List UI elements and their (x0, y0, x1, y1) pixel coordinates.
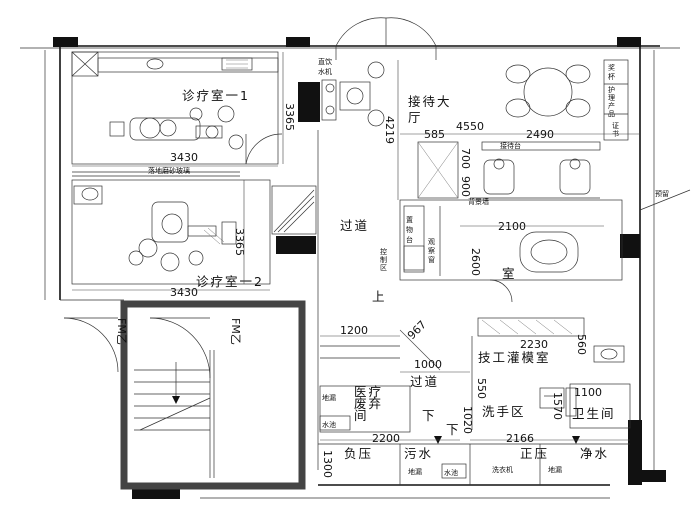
label-down-1: 下 (422, 408, 437, 423)
dim-1300: 1300 (321, 450, 334, 478)
dim-2100: 2100 (498, 220, 526, 233)
room-label-waste-2: 废弃 (354, 396, 383, 411)
room-label-reception: 接待大 (408, 94, 452, 109)
label-control-1: 控 (380, 247, 387, 256)
label-observe-3: 窗 (428, 255, 435, 264)
dim-1570: 1570 (551, 392, 564, 420)
dim-900: 900 (459, 176, 472, 197)
stairwell: FM乙 FM乙 (60, 299, 306, 490)
label-door-fm-1: FM乙 (115, 318, 128, 345)
room-label-negative: 负压 (344, 446, 373, 461)
room-label-clinic-1: 诊疗室一1 (182, 88, 250, 103)
clinic-room-2: 诊疗室一2 3430 3365 (71, 179, 271, 299)
label-observe-2: 察 (428, 246, 435, 255)
label-products-4: 理 (608, 94, 615, 102)
label-down-2: 下 (446, 422, 461, 437)
label-control-3: 区 (380, 264, 387, 272)
dim-550: 550 (475, 378, 488, 399)
room-label-toilet: 卫生间 (572, 406, 616, 421)
label-products-5: 产 (608, 101, 615, 110)
room-label-sewage: 污水 (404, 446, 433, 461)
dim-1200: 1200 (340, 324, 368, 337)
dim-2200: 2200 (372, 432, 400, 445)
label-shelf-3: 台 (406, 235, 413, 244)
water-dispenser: 直饮 水机 (318, 57, 337, 121)
clinic-doors (245, 133, 317, 235)
dim-585: 585 (424, 128, 445, 141)
label-side-note: 预留 (655, 189, 669, 198)
dim-2600: 2600 (469, 248, 482, 276)
dim-2166: 2166 (506, 432, 534, 445)
label-products-3: 护 (608, 85, 615, 94)
label-backdrop: 背景墙 (468, 197, 489, 206)
dim-3430-b: 3430 (170, 286, 198, 299)
label-water-pool-2: 水池 (444, 468, 458, 477)
label-corridor-top: 过道 (340, 218, 369, 233)
dim-4219: 4219 (383, 116, 396, 144)
label-water-dispenser-1: 直饮 (318, 57, 332, 66)
label-shelf-2: 物 (406, 225, 413, 234)
medical-waste-room: 地漏 水池 医疗 废弃 间 下 下 (319, 384, 580, 444)
dim-2230: 2230 (520, 338, 548, 351)
dim-1100: 1100 (574, 386, 602, 399)
wash-area: 洗手区 1570 1020 (461, 387, 565, 434)
room-label-waste-3: 间 (354, 408, 369, 423)
label-products-1: 奖 (608, 63, 615, 72)
dim-700: 700 (459, 148, 472, 169)
dim-560: 560 (575, 334, 588, 355)
label-floor-drain-3: 地漏 (548, 465, 562, 474)
room-label-tech: 技工灌模室 (478, 350, 551, 365)
label-reception-desk: 接待台 (500, 141, 521, 150)
bottom-rooms: 2200 2166 1300 负压 污水 正压 净水 地漏 水池 洗衣机 地漏 (318, 432, 630, 485)
room-label-positive: 正压 (520, 446, 549, 461)
dim-3365-b: 3365 (233, 228, 246, 256)
label-certificate-2: 书 (612, 129, 619, 138)
dim-1000: 1000 (414, 358, 442, 371)
reception-desk: 接待台 700 900 背景墙 预留 (417, 141, 691, 211)
frosted-glass-wall: 落地磨砂玻璃 (72, 166, 240, 177)
label-water-dispenser-2: 水机 (318, 67, 332, 76)
label-door-fm-2: FM乙 (229, 318, 242, 345)
label-shelf-1: 置 (406, 216, 413, 224)
dim-3430-a: 3430 (170, 151, 198, 164)
label-frosted-glass: 落地磨砂玻璃 (148, 166, 190, 175)
label-up: 上 (372, 289, 387, 304)
dim-3365-a: 3365 (283, 103, 296, 131)
room-label-lab: 室 (502, 266, 517, 281)
label-water-pool-1: 水池 (322, 420, 336, 429)
label-corridor-mid: 过道 (410, 374, 439, 389)
room-label-clean: 净水 (580, 446, 609, 461)
lab-room: 置 物 台 控 制 区 观 察 窗 2100 2600 室 (380, 199, 623, 303)
room-label-waste-1: 医疗 (354, 384, 383, 399)
label-observe-1: 观 (428, 238, 435, 246)
dim-2490: 2490 (526, 128, 554, 141)
label-floor-drain-2: 地漏 (408, 467, 422, 476)
clinic-room-1: 诊疗室一1 3430 3365 (71, 51, 296, 167)
main-entrance-door (335, 17, 437, 60)
label-products-2: 杯 (608, 72, 615, 81)
label-control-2: 制 (380, 255, 387, 264)
reception-hall: 奖 杯 护 理 产 品 证 书 接待大 厅 4219 585 4550 2490 (339, 59, 640, 200)
dim-4550: 4550 (456, 120, 484, 133)
room-label-clinic-2: 诊疗室一2 (196, 274, 264, 289)
label-floor-drain-1: 地漏 (322, 393, 336, 402)
room-label-reception-2: 厅 (408, 110, 423, 125)
label-washer: 洗衣机 (492, 465, 513, 474)
tech-room: 2230 560 技工灌模室 (477, 317, 625, 365)
label-products-6: 品 (608, 110, 615, 118)
label-certificate-1: 证 (612, 122, 619, 130)
columns (53, 37, 666, 499)
toilet-room: 1100 卫生间 (565, 383, 631, 429)
room-label-wash: 洗手区 (482, 404, 526, 419)
corridor: 过道 上 (317, 130, 387, 470)
dim-1020: 1020 (461, 406, 474, 434)
